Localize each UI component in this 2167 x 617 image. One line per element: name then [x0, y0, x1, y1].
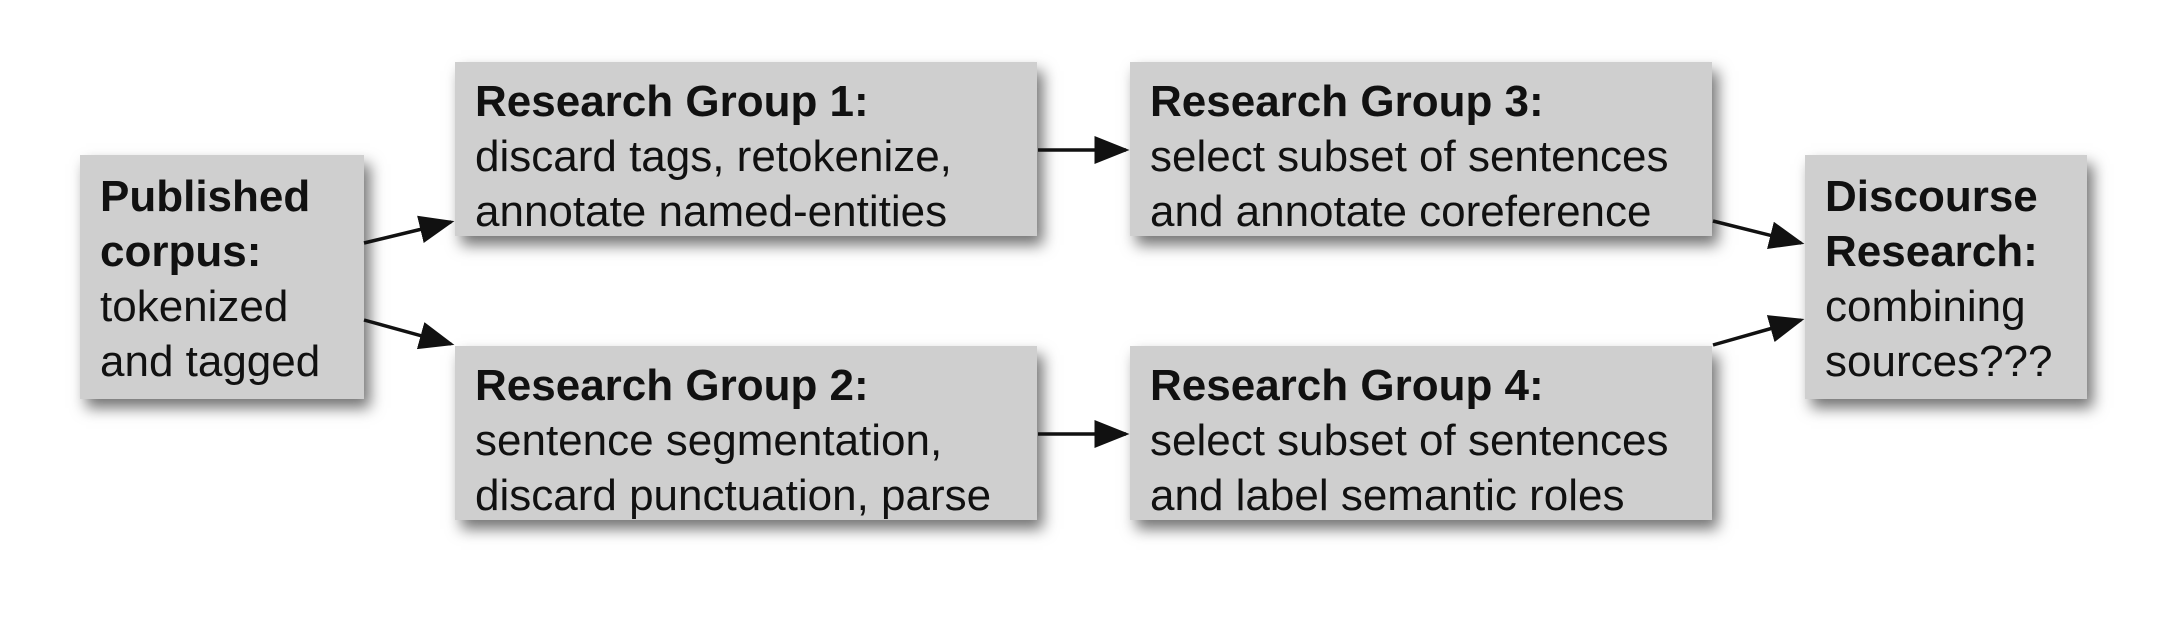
- node-discourse-research-body: combining sources???: [1825, 282, 2053, 386]
- node-research-group-3: Research Group 3: select subset of sente…: [1130, 62, 1712, 236]
- edge-rg4-to-discourse: [1712, 315, 1805, 347]
- edge-rg3-to-discourse: [1712, 219, 1805, 249]
- node-research-group-3-title: Research Group 3:: [1150, 77, 1544, 126]
- node-research-group-3-body: select subset of sentences and annotate …: [1150, 132, 1669, 236]
- node-research-group-4-body: select subset of sentences and label sem…: [1150, 416, 1669, 520]
- node-research-group-1: Research Group 1: discard tags, retokeni…: [455, 62, 1037, 236]
- node-research-group-4-title: Research Group 4:: [1150, 361, 1544, 410]
- node-discourse-research-title: Discourse Research:: [1825, 172, 2038, 276]
- node-research-group-1-body: discard tags, retokenize, annotate named…: [475, 132, 952, 236]
- edge-published-to-rg2: [363, 318, 455, 350]
- node-published-corpus-body: tokenized and tagged: [100, 282, 321, 386]
- node-research-group-1-title: Research Group 1:: [475, 77, 869, 126]
- edge-published-to-rg1: [363, 215, 455, 245]
- node-research-group-2: Research Group 2: sentence segmentation,…: [455, 346, 1037, 520]
- node-published-corpus-title: Published corpus:: [100, 172, 311, 276]
- node-research-group-4: Research Group 4: select subset of sente…: [1130, 346, 1712, 520]
- node-published-corpus: Published corpus: tokenized and tagged: [80, 155, 364, 399]
- node-research-group-2-title: Research Group 2:: [475, 361, 869, 410]
- node-research-group-2-body: sentence segmentation, discard punctuati…: [475, 416, 992, 520]
- node-discourse-research: Discourse Research: combining sources???: [1805, 155, 2087, 399]
